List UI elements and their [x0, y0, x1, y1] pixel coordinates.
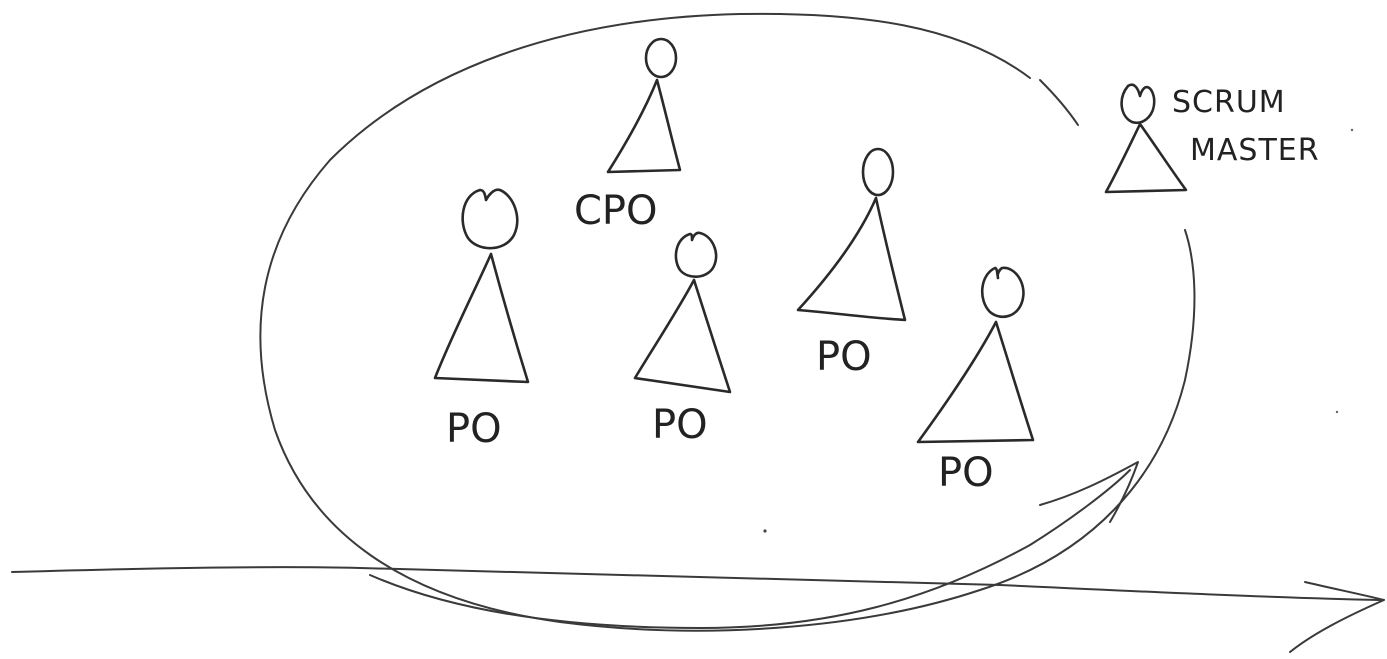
cpo-body	[606, 78, 682, 174]
po2-head	[674, 231, 718, 278]
ink-speck	[1350, 128, 1354, 132]
scrum-master-label-line2: MASTER	[1190, 133, 1320, 168]
cpo-head	[644, 37, 678, 79]
loop-arrowhead	[1039, 461, 1139, 523]
po-figure-4: PO	[916, 266, 1035, 496]
loop-return-stroke	[1039, 79, 1079, 126]
po2-body	[633, 278, 732, 394]
po4-body	[916, 320, 1035, 444]
loop-outline	[259, 12, 1196, 632]
po1-label: PO	[446, 406, 502, 452]
po4-head	[981, 266, 1025, 319]
cpo-label: CPO	[574, 188, 658, 234]
po-figure-2: PO	[633, 231, 732, 448]
po-figure-3: PO	[796, 147, 907, 380]
po2-label: PO	[652, 402, 708, 448]
ink-speck	[1335, 410, 1339, 414]
po3-body	[796, 196, 907, 322]
scrum-master-body	[1104, 122, 1188, 194]
po1-body	[433, 252, 530, 384]
po-figure-1: PO	[433, 188, 530, 452]
po3-label: PO	[816, 334, 872, 380]
timeline-line	[11, 566, 1381, 601]
scrum-master-head	[1120, 83, 1156, 125]
po4-label: PO	[938, 450, 994, 496]
cpo-figure: CPO	[574, 37, 682, 234]
po1-head	[461, 188, 519, 250]
loop-overlap-stroke	[369, 469, 1131, 629]
po3-head	[861, 147, 895, 197]
timeline-arrowhead	[1289, 581, 1385, 653]
scrum-master-figure: SCRUM MASTER	[1104, 83, 1320, 194]
team-loop	[259, 12, 1196, 632]
ink-speck	[763, 529, 767, 533]
timeline-arrow	[11, 566, 1385, 653]
scrum-master-label-line1: SCRUM	[1172, 85, 1286, 120]
